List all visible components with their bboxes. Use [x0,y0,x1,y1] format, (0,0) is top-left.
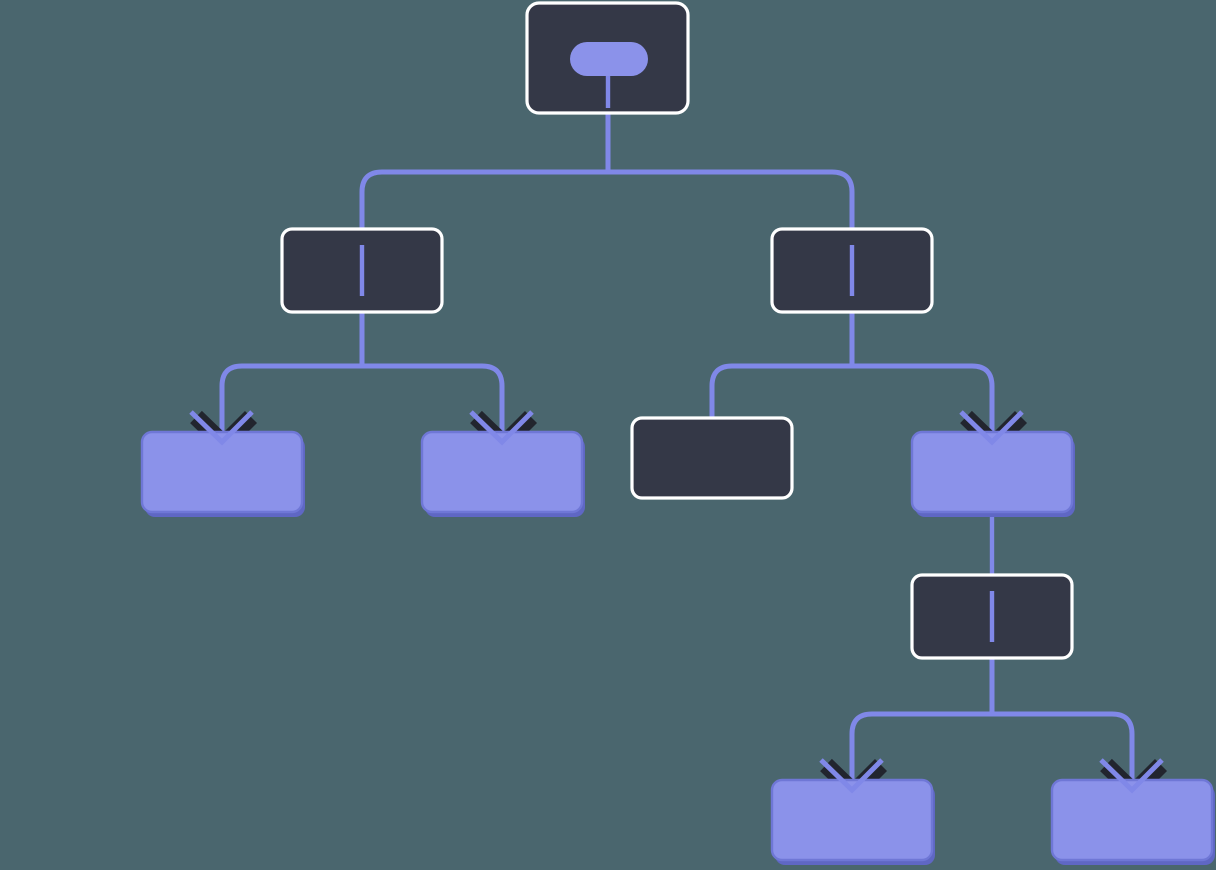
edge-root-to-branch-left[interactable] [359,169,608,236]
branch-node-right-child-dark[interactable] [630,416,794,500]
arrowhead-leaf-5 [1099,758,1164,794]
edge-branch-right-to-leaf-3[interactable] [852,363,995,437]
edge-branch-deep-to-leaf-5[interactable] [992,711,1135,785]
arrowhead-leaf-1 [189,410,254,446]
arrowhead-layer [189,410,1164,794]
leaf-node-3[interactable] [910,430,1074,514]
arrowhead-leaf-3 [959,410,1024,446]
root-badge-pill[interactable] [570,42,648,76]
node-layer [140,1,1215,865]
edge-branch-left-to-leaf-2[interactable] [362,363,505,437]
leaf-node-5[interactable] [1050,778,1214,862]
edge-branch-left-to-leaf-1[interactable] [219,363,362,437]
leaf-node-1[interactable] [140,430,304,514]
arrowhead-leaf-2 [469,410,534,446]
arrowhead-leaf-4 [819,758,884,794]
leaf-node-2[interactable] [420,430,584,514]
edge-overlay-layer [359,62,995,642]
edge-root-to-branch-right[interactable] [608,169,855,236]
leaf-node-4[interactable] [770,778,934,862]
edge-branch-deep-to-leaf-4[interactable] [849,711,992,785]
edge-branch-right-to-dark[interactable] [709,363,852,424]
root-badge-group [570,42,648,76]
